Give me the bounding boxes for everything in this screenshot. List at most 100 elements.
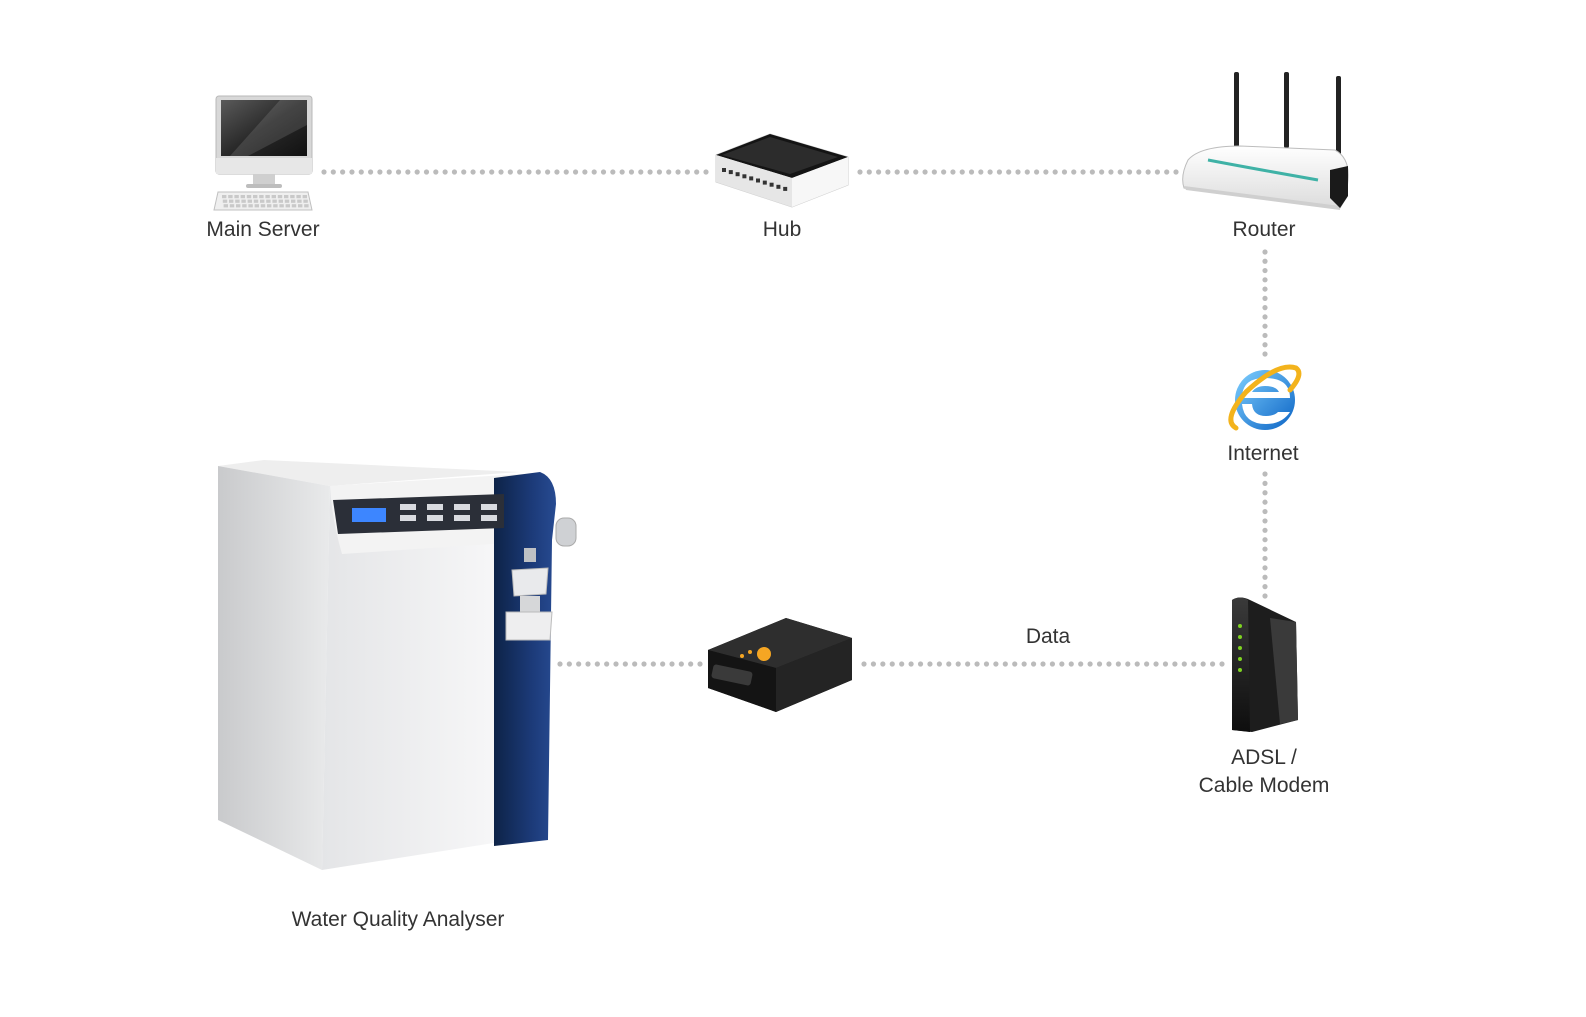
connection-dot [576,661,582,667]
network-hub-icon [715,133,849,208]
connection-dot [1080,169,1086,175]
data-connection-label: Data [1025,625,1071,648]
connection-dot [610,169,616,175]
connection-dot [1262,508,1268,515]
connection-dot [647,169,653,175]
keyboard-key [298,204,303,208]
link-analyser-gateway [557,661,703,667]
modem-label-line2: Cable Modem [1198,774,1330,797]
keyboard-key [228,195,233,199]
connection-dot [703,169,709,175]
keyboard-key [242,204,247,208]
connection-dot [433,169,439,175]
keyboard-key [223,204,228,208]
connection-dot [866,169,872,175]
connection-dot [1024,169,1030,175]
connection-dot [996,169,1003,175]
hub-port [762,180,767,185]
connection-dot [451,169,458,175]
modem-led [1238,635,1242,639]
connection-dot [461,169,467,175]
connection-dot [1002,661,1008,667]
connection-dot [340,169,346,175]
connection-dot [1219,661,1225,667]
connection-dot [1262,490,1268,496]
connection-dot [987,169,993,175]
connection-dot [931,169,937,175]
connection-dot [894,169,900,175]
connection-dot [1262,518,1268,524]
connection-dot [582,169,588,175]
connection-dot [1145,169,1151,175]
connection-dot [414,169,420,175]
connection-dot [1172,661,1178,667]
connection-dot [1262,323,1268,329]
connection-dot [1262,593,1268,599]
link-hub-router [857,169,1179,175]
connection-dot [1262,267,1268,274]
connection-dot [1117,169,1123,175]
connection-dot [1262,342,1268,348]
connection-dot [526,169,532,175]
connection-dot [1191,661,1197,667]
connection-dot [479,169,485,175]
connection-dot [1006,169,1012,175]
connection-dot [638,169,644,175]
connection-dot [1030,661,1037,667]
connection-dot [1059,661,1065,667]
connection-dot [386,169,392,175]
connection-dot [572,169,579,175]
connection-dot [885,169,891,175]
keyboard-key [254,204,259,208]
connection-dot [1012,661,1018,667]
cable-modem-icon [1232,597,1298,732]
connection-dot [349,169,355,175]
connection-dot [604,661,610,667]
keyboard-key [273,204,278,208]
keyboard-key [229,204,235,208]
connection-dot [1262,258,1268,264]
keyboard-key [303,199,308,203]
internet-explorer-icon [1228,364,1302,431]
keyboard-key [266,199,271,203]
connection-dot [974,661,980,667]
hub-port [769,182,774,187]
connection-dot [678,661,684,667]
connection-dot [632,661,638,667]
analyser-panel-key [454,515,470,521]
connection-dot [1115,661,1121,667]
router-label: Router [1232,218,1296,241]
connection-dot [1262,499,1268,505]
keyboard-key [297,199,302,203]
connection-dot [950,169,956,175]
connection-dot [600,169,607,175]
connection-dot [694,169,700,175]
keyboard-key [277,195,283,199]
connection-dot [1262,574,1268,580]
connection-dot [1061,169,1068,175]
connection-dot [978,169,984,175]
water-quality-analyser-icon [218,460,577,870]
connection-dot [367,169,374,175]
connection-dot [697,661,703,667]
connection-dot [675,169,681,175]
keyboard-key [222,199,228,203]
connection-dot [908,661,914,667]
connection-dot [1154,169,1161,175]
connection-dot [1262,277,1268,283]
connection-dot [563,169,569,175]
keyboard-key [296,195,301,199]
modem-label-line1: ADSL / [1231,746,1297,769]
connection-dot [470,169,476,175]
keyboard-key [259,195,264,199]
connection-dot [613,661,619,667]
modem-led [1238,657,1242,661]
connection-dot [1262,527,1268,533]
connection-dot [946,661,952,667]
connection-dot [395,169,402,175]
analyser-panel-key [427,515,443,521]
connection-dot [1153,661,1159,667]
connection-dot [489,169,495,175]
connection-dot [554,169,560,175]
connection-dot [1262,314,1268,320]
